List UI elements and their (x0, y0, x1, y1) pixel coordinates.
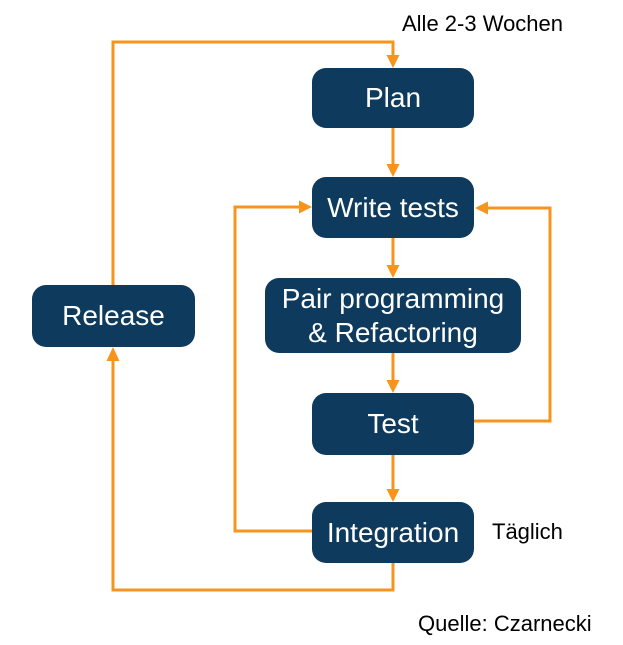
cycle-annotation: Alle 2-3 Wochen (402, 11, 564, 36)
arrowhead-into-release (106, 347, 120, 361)
arrowhead-into-plan (386, 55, 400, 68)
daily-annotation: Täglich (492, 519, 563, 544)
edge-integration-to-release (111, 361, 395, 592)
edge-release-to-plan (111, 40, 395, 285)
node-test: Test (312, 393, 474, 455)
arrowhead-into-test (386, 380, 400, 393)
edge-integration-to-write-tests (233, 205, 312, 533)
arrowhead-into-integration (386, 489, 400, 502)
node-integration: Integration (312, 502, 474, 563)
source-annotation: Quelle: Czarnecki (418, 611, 592, 636)
node-release: Release (32, 285, 195, 347)
node-write-tests: Write tests (312, 177, 474, 238)
node-plan-label: Plan (364, 82, 422, 114)
node-write-tests-label: Write tests (327, 191, 459, 223)
arrowhead-into-write-tests-right (475, 201, 488, 215)
arrowhead-into-write-tests-top (386, 164, 400, 177)
node-pair-programming-label: Pair programming & Refactoring (281, 282, 505, 348)
edge-test-to-write-tests (474, 206, 552, 423)
arrowhead-into-write-tests-left (299, 200, 312, 214)
arrowhead-into-pair (386, 265, 400, 278)
node-plan: Plan (312, 68, 474, 128)
node-integration-label: Integration (326, 516, 460, 548)
node-test-label: Test (367, 408, 419, 440)
node-pair-programming: Pair programming & Refactoring (265, 278, 521, 353)
node-release-label: Release (62, 300, 165, 332)
